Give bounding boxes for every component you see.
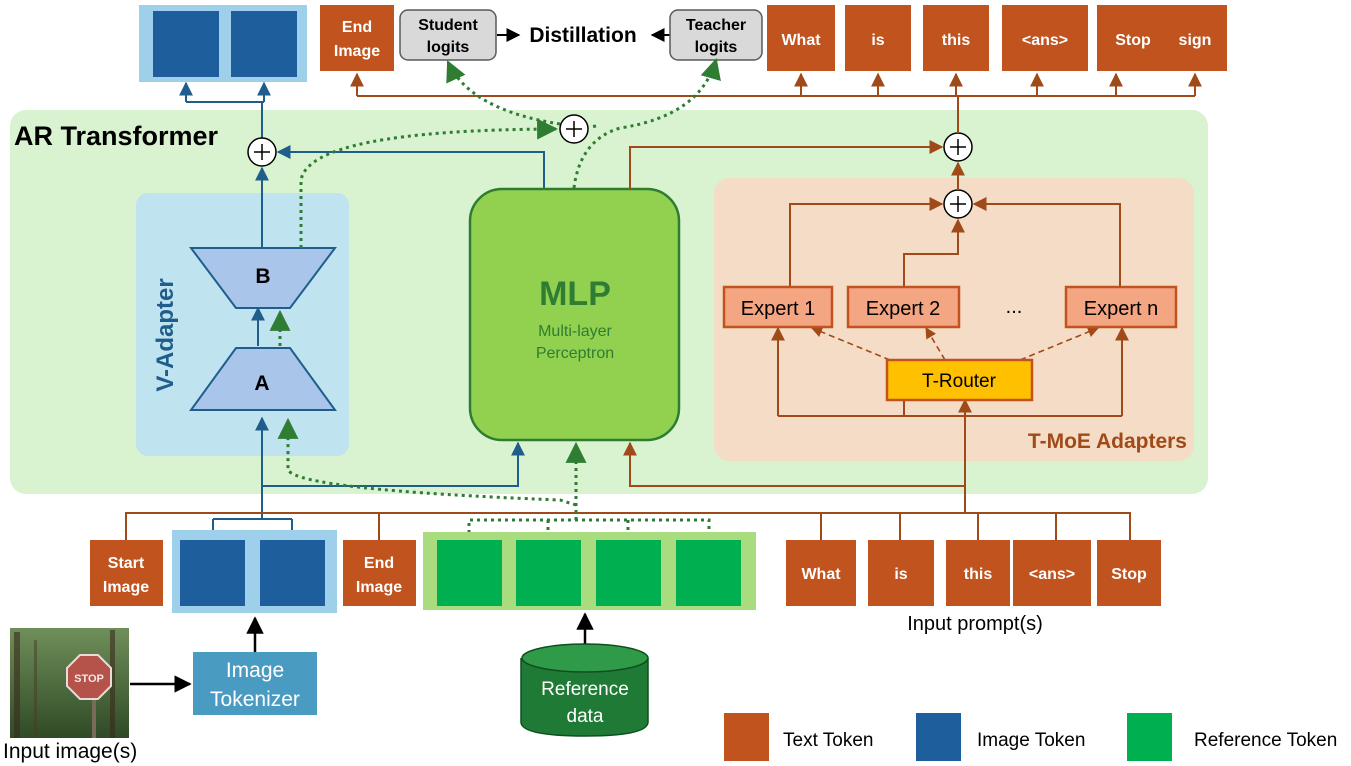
svg-text:STOP: STOP	[74, 673, 104, 685]
end-image-token: End Image	[343, 540, 416, 606]
legend-swatch-reference	[1127, 713, 1172, 761]
svg-text:Expert 2: Expert 2	[866, 298, 940, 320]
svg-text:Teacher: Teacher	[686, 17, 746, 34]
input-text-token	[946, 540, 1010, 606]
output-text-tokens: What is this <ans> Stop sign	[767, 5, 1227, 71]
input-prompt-tokens: What is this <ans> Stop	[786, 540, 1161, 606]
sum-node-distill	[559, 114, 589, 144]
input-prompt-label: Input prompt(s)	[907, 613, 1043, 635]
svg-text:B: B	[255, 265, 270, 288]
output-text-token	[767, 5, 835, 71]
input-image-token	[260, 540, 325, 606]
output-text-token	[923, 5, 989, 71]
output-text-token-label: What	[781, 32, 821, 49]
output-text-token-label: sign	[1179, 32, 1212, 49]
legend-label-image: Image Token	[977, 730, 1085, 751]
ar-transformer-title: AR Transformer	[14, 121, 219, 151]
teacher-logits-box: Teacher logits	[669, 9, 763, 61]
output-text-token	[1002, 5, 1088, 71]
svg-text:Reference: Reference	[541, 679, 629, 700]
v-adapter-label: V-Adapter	[152, 278, 179, 391]
student-logits-box: Student logits	[399, 9, 497, 61]
output-text-token	[1097, 5, 1169, 71]
svg-text:Student: Student	[418, 17, 478, 34]
input-image-token	[180, 540, 245, 606]
experts-ellipsis: ...	[1006, 296, 1023, 318]
input-text-token	[1013, 540, 1091, 606]
sum-node-experts	[943, 189, 973, 219]
input-text-token-label: is	[894, 566, 907, 583]
text-path-connectors	[125, 72, 1202, 540]
svg-text:End: End	[342, 19, 372, 36]
svg-text:Image: Image	[356, 579, 402, 596]
svg-text:Start: Start	[108, 555, 145, 572]
svg-text:Expert n: Expert n	[1084, 298, 1158, 320]
sum-node-text-output	[943, 132, 973, 162]
image-path-connectors	[179, 81, 545, 540]
output-text-token-label: this	[942, 32, 971, 49]
output-text-token	[1163, 5, 1227, 71]
adapter-a-block: A	[189, 347, 337, 411]
t-moe-label: T-MoE Adapters	[1028, 430, 1187, 453]
output-text-token-label: <ans>	[1022, 32, 1068, 49]
svg-text:A: A	[254, 372, 269, 395]
svg-text:data: data	[567, 706, 604, 727]
adapter-b-block: B	[189, 247, 337, 309]
mlp-subtitle-2: Perceptron	[536, 345, 614, 362]
t-router-block: T-Router	[885, 358, 1034, 402]
sum-node-image	[247, 137, 277, 167]
svg-text:End: End	[364, 555, 394, 572]
reference-token	[676, 540, 741, 606]
input-text-token	[786, 540, 856, 606]
mlp-block: MLP Multi-layer Perceptron	[468, 187, 681, 442]
expert-1-block: Expert 1	[722, 285, 834, 329]
stop-sign-icon	[66, 654, 112, 700]
input-image-label: Input image(s)	[3, 740, 137, 763]
input-image-photo: STOP	[10, 628, 129, 738]
mlp-subtitle-1: Multi-layer	[538, 323, 612, 340]
input-text-token-label: <ans>	[1029, 566, 1075, 583]
legend: Text Token Image Token Reference Token	[724, 713, 1337, 761]
svg-text:Image: Image	[226, 659, 284, 682]
start-image-token: Start Image	[90, 540, 163, 606]
expert-2-block: Expert 2	[846, 285, 961, 329]
legend-swatch-text	[724, 713, 769, 761]
svg-text:logits: logits	[427, 39, 470, 56]
svg-text:T-Router: T-Router	[922, 371, 997, 392]
reference-data-cylinder: Reference data	[520, 643, 649, 737]
svg-text:Expert 1: Expert 1	[741, 298, 815, 320]
router-dashed-connectors	[810, 326, 1100, 361]
svg-text:Image: Image	[334, 43, 380, 60]
distillation-label: Distillation	[529, 24, 636, 47]
top-end-image-token: End Image	[320, 5, 394, 71]
svg-text:Image: Image	[103, 579, 149, 596]
reference-token	[437, 540, 502, 606]
legend-swatch-image	[916, 713, 961, 761]
input-text-token	[868, 540, 934, 606]
svg-text:logits: logits	[695, 39, 738, 56]
mlp-title: MLP	[539, 275, 611, 313]
reference-token	[516, 540, 581, 606]
output-text-token-label: Stop	[1115, 32, 1151, 49]
input-text-token	[1097, 540, 1161, 606]
reference-token	[596, 540, 661, 606]
legend-label-reference: Reference Token	[1194, 730, 1337, 751]
output-text-token-label: is	[871, 32, 884, 49]
svg-text:Tokenizer: Tokenizer	[210, 688, 300, 711]
input-text-token-label: What	[801, 566, 841, 583]
output-image-token	[231, 11, 297, 77]
legend-label-text: Text Token	[783, 730, 873, 751]
input-text-token-label: Stop	[1111, 566, 1147, 583]
input-text-token-label: this	[964, 566, 993, 583]
output-text-token	[845, 5, 911, 71]
expert-n-block: Expert n	[1064, 285, 1178, 329]
output-image-token	[153, 11, 219, 77]
image-tokenizer-block: Image Tokenizer	[193, 652, 317, 715]
